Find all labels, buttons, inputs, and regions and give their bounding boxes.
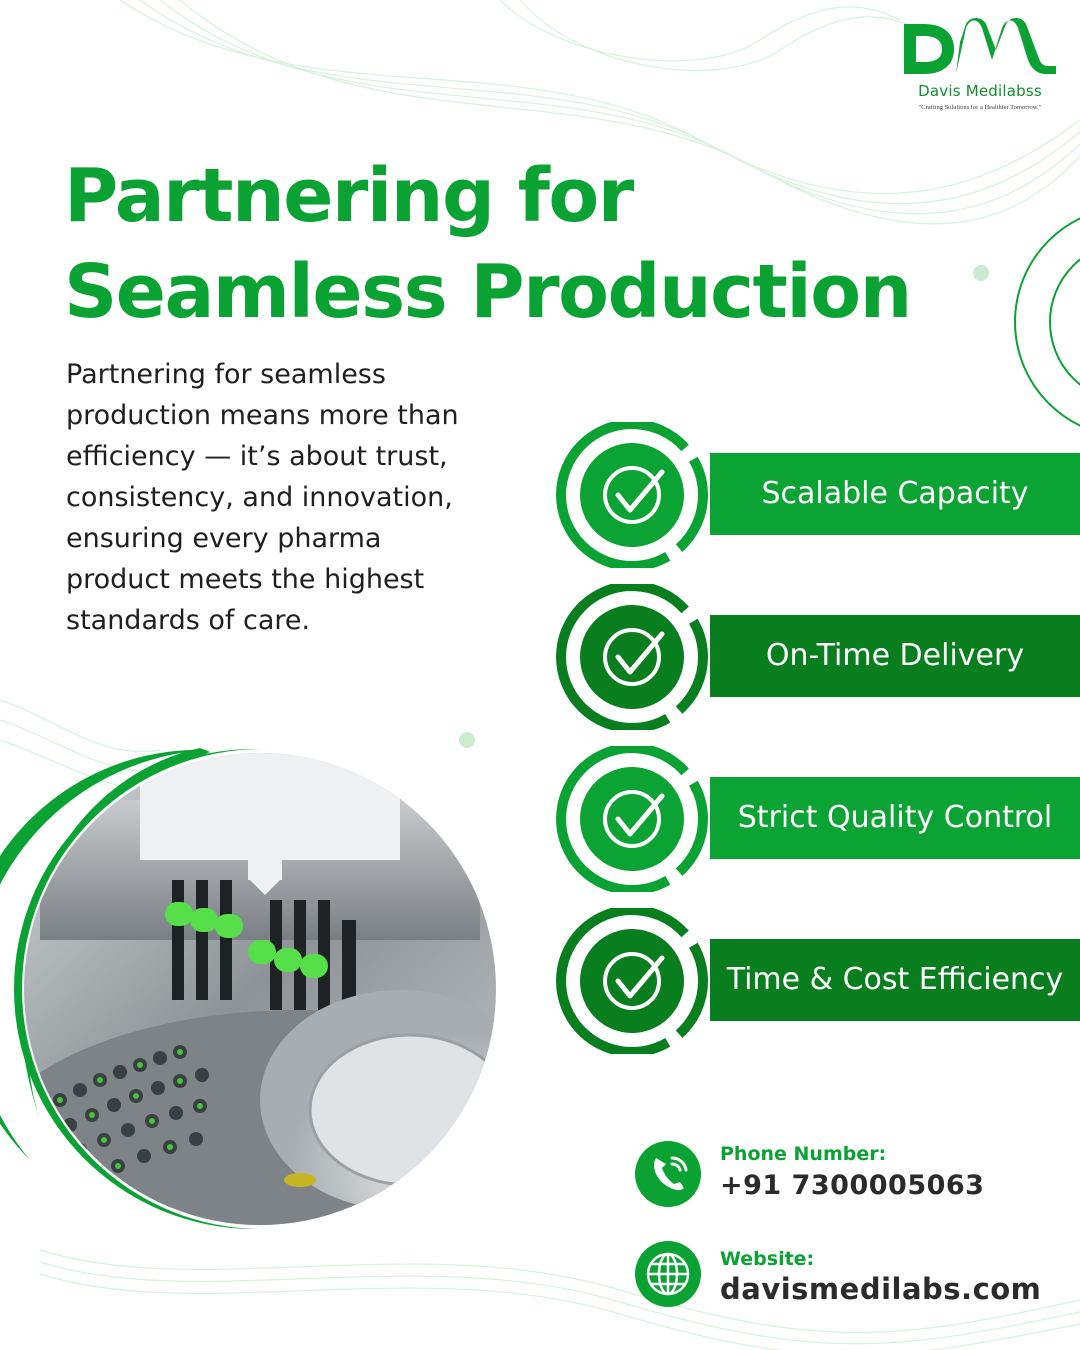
description-line: Partnering for seamless — [66, 359, 386, 390]
brand-name: Davis Medilabss — [918, 82, 1042, 100]
phone-number[interactable]: +91 7300005063 — [720, 1170, 985, 1201]
feature-bar: Time & Cost Efficiency — [710, 939, 1080, 1021]
description-line: production means more than — [66, 400, 459, 431]
feature-label: On-Time Delivery — [765, 638, 1025, 673]
description-line: standards of care. — [66, 605, 311, 636]
title-line-2: Seamless Production — [64, 249, 912, 335]
page-title: Partnering for Seamless Production — [64, 148, 964, 340]
feature-label: Scalable Capacity — [761, 476, 1029, 511]
feature-label: Strict Quality Control — [737, 800, 1053, 835]
phone-icon[interactable] — [634, 1140, 702, 1208]
website-url[interactable]: davismedilabs.com — [720, 1272, 1042, 1306]
feature-bar: Scalable Capacity — [710, 453, 1080, 535]
phone-contact — [634, 1140, 702, 1213]
feature-label: Time & Cost Efficiency — [726, 962, 1064, 997]
feature-bar: Strict Quality Control — [710, 777, 1080, 859]
description-line: ensuring every pharma — [66, 523, 382, 554]
feature-time-cost-efficiency: Time & Cost Efficiency — [552, 908, 1080, 1054]
feature-strict-quality-control: Strict Quality Control — [552, 746, 1080, 892]
description-line: consistency, and innovation, — [66, 482, 453, 513]
feature-on-time-delivery: On-Time Delivery — [552, 584, 1080, 730]
check-circle-icon — [556, 746, 708, 892]
feature-scalable-capacity: Scalable Capacity — [552, 422, 1080, 568]
check-circle-icon — [556, 584, 708, 730]
brand-tagline: "Crafting Solutions for a Healthier Tomo… — [918, 104, 1042, 111]
description-text: Partnering for seamless production means… — [66, 354, 536, 641]
brand-logo: DM Davis Medilabss "Crafting Solutions f… — [900, 18, 1060, 118]
description-line: product meets the highest — [66, 564, 425, 595]
check-circle-icon — [556, 908, 708, 1054]
description-line: efficiency — it’s about trust, — [66, 441, 448, 472]
title-line-1: Partnering for — [64, 153, 634, 239]
dm-logo-mark: DM — [904, 18, 1056, 74]
globe-icon[interactable] — [634, 1240, 702, 1308]
website-title: Website: — [720, 1248, 815, 1270]
feature-bar: On-Time Delivery — [710, 615, 1080, 697]
website-contact — [634, 1240, 702, 1313]
phone-title: Phone Number: — [720, 1143, 887, 1165]
check-circle-icon — [556, 422, 708, 568]
capsule-machine-photo — [0, 748, 502, 1229]
